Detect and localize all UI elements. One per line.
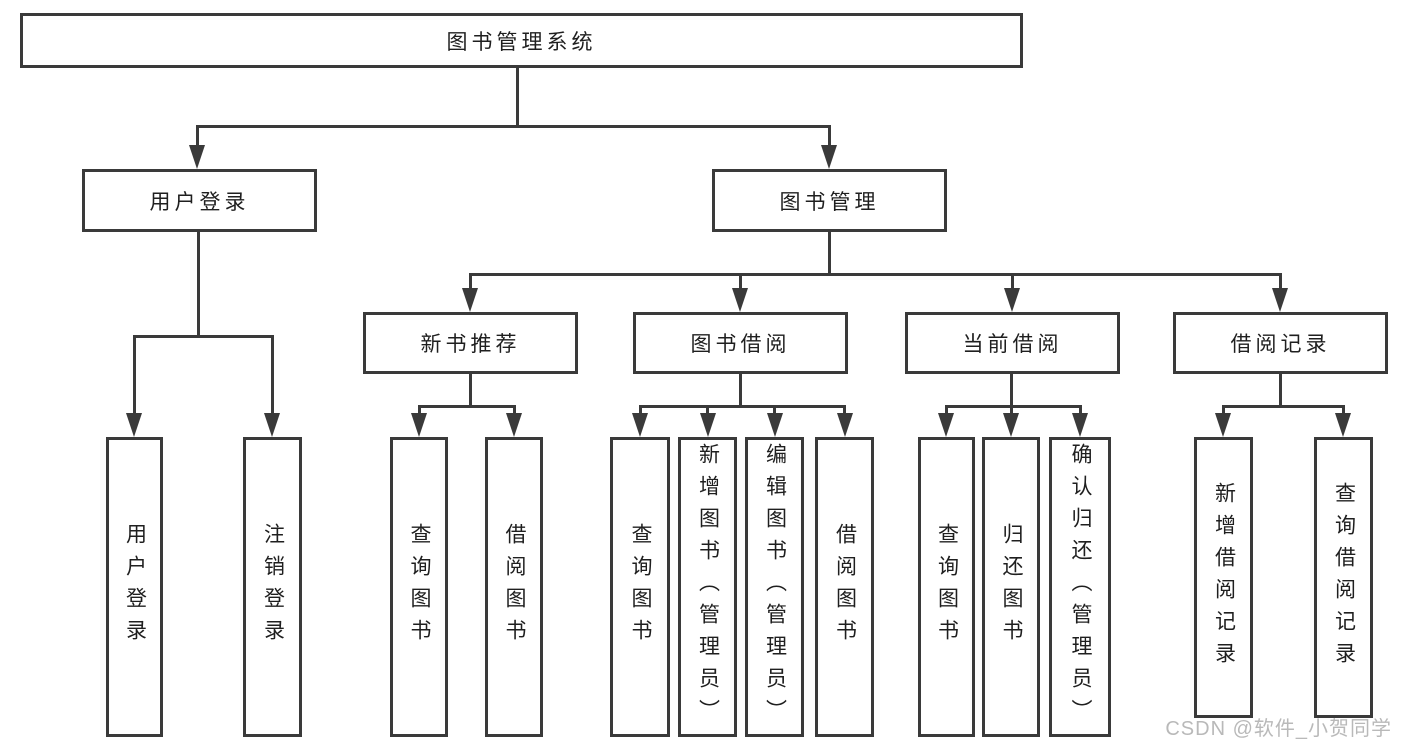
arrow-down-icon — [264, 413, 280, 437]
connector-line — [945, 405, 948, 415]
leaf-query-books-borrowing: 查询图书 — [610, 437, 670, 737]
arrow-down-icon — [1003, 413, 1019, 437]
arrow-down-icon — [1215, 413, 1231, 437]
node-current-borrowing: 当前借阅 — [905, 312, 1120, 374]
connector-line — [1222, 405, 1345, 408]
connector-line — [1342, 405, 1345, 415]
node-book-management: 图书管理 — [712, 169, 947, 232]
arrow-down-icon — [632, 413, 648, 437]
leaf-add-borrow-record: 新增借阅记录 — [1194, 437, 1253, 718]
connector-line — [197, 232, 200, 335]
connector-line — [133, 335, 274, 338]
arrow-down-icon — [1072, 413, 1088, 437]
connector-line — [271, 335, 274, 415]
arrow-down-icon — [837, 413, 853, 437]
connector-line — [773, 405, 776, 415]
arrow-down-icon — [1004, 288, 1020, 312]
leaf-query-books-current: 查询图书 — [918, 437, 975, 737]
connector-line — [1010, 374, 1013, 405]
connector-line — [739, 273, 742, 290]
leaf-logout: 注销登录 — [243, 437, 302, 737]
connector-line — [196, 125, 831, 128]
arrow-down-icon — [411, 413, 427, 437]
connector-line — [469, 273, 472, 290]
connector-line — [843, 405, 846, 415]
connector-line — [418, 405, 421, 415]
node-user-login: 用户登录 — [82, 169, 317, 232]
leaf-query-books-recommend: 查询图书 — [390, 437, 448, 737]
connector-line — [828, 232, 831, 273]
node-root-system: 图书管理系统 — [20, 13, 1023, 68]
leaf-return-books: 归还图书 — [982, 437, 1040, 737]
connector-line — [1279, 374, 1282, 405]
arrow-down-icon — [462, 288, 478, 312]
arrow-down-icon — [126, 413, 142, 437]
leaf-add-books-admin: 新增图书（管理员） — [678, 437, 737, 737]
arrow-down-icon — [1272, 288, 1288, 312]
leaf-edit-books-admin: 编辑图书（管理员） — [745, 437, 804, 737]
connector-line — [133, 335, 136, 415]
arrow-down-icon — [821, 145, 837, 169]
connector-line — [469, 273, 1282, 276]
watermark: CSDN @软件_小贺同学 — [1165, 718, 1392, 740]
connector-line — [639, 405, 846, 408]
arrow-down-icon — [767, 413, 783, 437]
connector-line — [1010, 405, 1013, 415]
connector-line — [1222, 405, 1225, 415]
arrow-down-icon — [1335, 413, 1351, 437]
arrow-down-icon — [700, 413, 716, 437]
connector-line — [639, 405, 642, 415]
node-book-borrowing: 图书借阅 — [633, 312, 848, 374]
connector-line — [945, 405, 1082, 408]
arrow-down-icon — [506, 413, 522, 437]
connector-line — [513, 405, 516, 415]
leaf-user-login: 用户登录 — [106, 437, 163, 737]
connector-line — [739, 374, 742, 405]
connector-line — [516, 68, 519, 125]
connector-line — [469, 374, 472, 405]
connector-line — [1279, 273, 1282, 290]
connector-line — [1011, 273, 1014, 290]
leaf-borrow-books: 借阅图书 — [815, 437, 874, 737]
node-new-book-recommend: 新书推荐 — [363, 312, 578, 374]
leaf-confirm-return-admin: 确认归还（管理员） — [1049, 437, 1111, 737]
leaf-borrow-books-recommend: 借阅图书 — [485, 437, 543, 737]
node-borrowing-records: 借阅记录 — [1173, 312, 1388, 374]
arrow-down-icon — [189, 145, 205, 169]
arrow-down-icon — [732, 288, 748, 312]
connector-line — [828, 125, 831, 147]
arrow-down-icon — [938, 413, 954, 437]
connector-line — [418, 405, 516, 408]
leaf-query-borrow-record: 查询借阅记录 — [1314, 437, 1373, 718]
connector-line — [196, 125, 199, 147]
connector-line — [1079, 405, 1082, 415]
connector-line — [706, 405, 709, 415]
